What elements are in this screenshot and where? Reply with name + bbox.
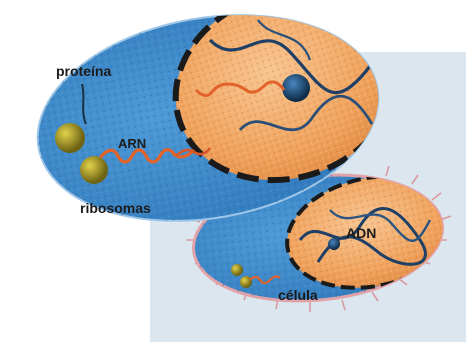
label-ribosomes: ribosomas [80,200,151,216]
label-dna: ADN [346,225,376,241]
small-nucleolus [328,238,340,250]
nucleolus [282,74,310,102]
ribosome-large [55,123,85,153]
label-cell: célula [278,287,318,303]
label-rna: ARN [118,136,146,151]
label-protein: proteína [56,63,111,79]
ribosome-small [80,156,108,184]
